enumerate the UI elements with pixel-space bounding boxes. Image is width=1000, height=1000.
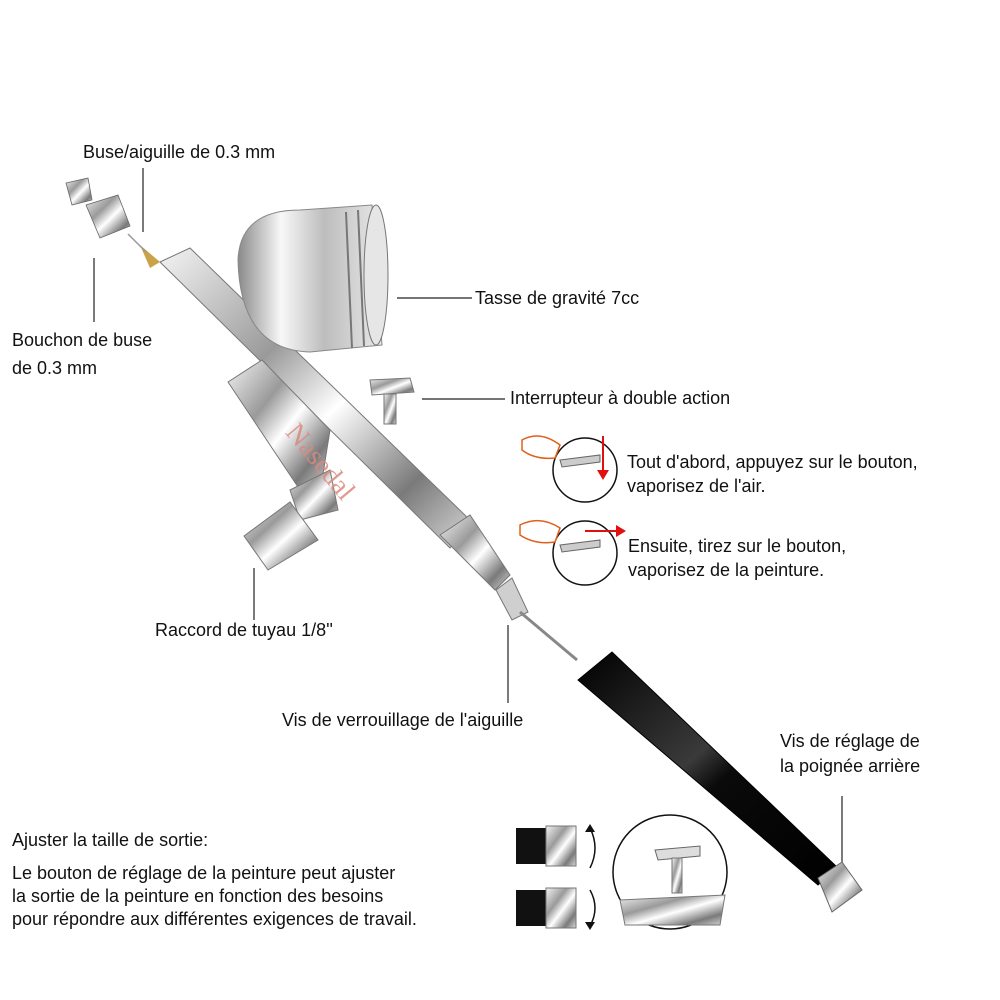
trigger-press-illustration [521, 435, 618, 503]
label-rear-handle-screw-1: Vis de réglage de [780, 731, 920, 751]
trigger-pull-illustration [519, 519, 626, 586]
label-gravity-cup: Tasse de gravité 7cc [475, 288, 640, 308]
nozzle-cap [65, 177, 131, 239]
label-step1-line1: Tout d'abord, appuyez sur le bouton, [627, 452, 918, 472]
label-dual-action-trigger: Interrupteur à double action [510, 388, 731, 408]
adjust-title: Ajuster la taille de sortie: [12, 830, 209, 850]
airbrush-body [127, 233, 578, 662]
rear-handle [577, 651, 863, 913]
label-nozzle-needle: Buse/aiguille de 0.3 mm [83, 142, 276, 162]
gravity-cup [237, 204, 389, 353]
label-nozzle-cap-2: de 0.3 mm [12, 358, 98, 378]
label-nozzle-cap-1: Bouchon de buse [12, 330, 153, 350]
label-rear-handle-screw-2: la poignée arrière [780, 756, 921, 776]
adjust-line-1: Le bouton de réglage de la peinture peut… [12, 863, 396, 883]
leader-lines [93, 168, 843, 868]
adjust-line-2: la sortie de la peinture en fonction des… [12, 886, 384, 906]
label-hose-fitting: Raccord de tuyau 1/8'' [155, 620, 333, 640]
label-step2-line2: vaporisez de la peinture. [628, 560, 825, 580]
label-step1-line2: vaporisez de l'air. [627, 476, 766, 496]
label-step2-line1: Ensuite, tirez sur le bouton, [628, 536, 847, 556]
adjust-knob-illustration [516, 814, 728, 930]
adjust-line-3: pour répondre aux différentes exigences … [12, 909, 417, 929]
label-needle-lock-screw: Vis de verrouillage de l'aiguille [282, 710, 524, 730]
